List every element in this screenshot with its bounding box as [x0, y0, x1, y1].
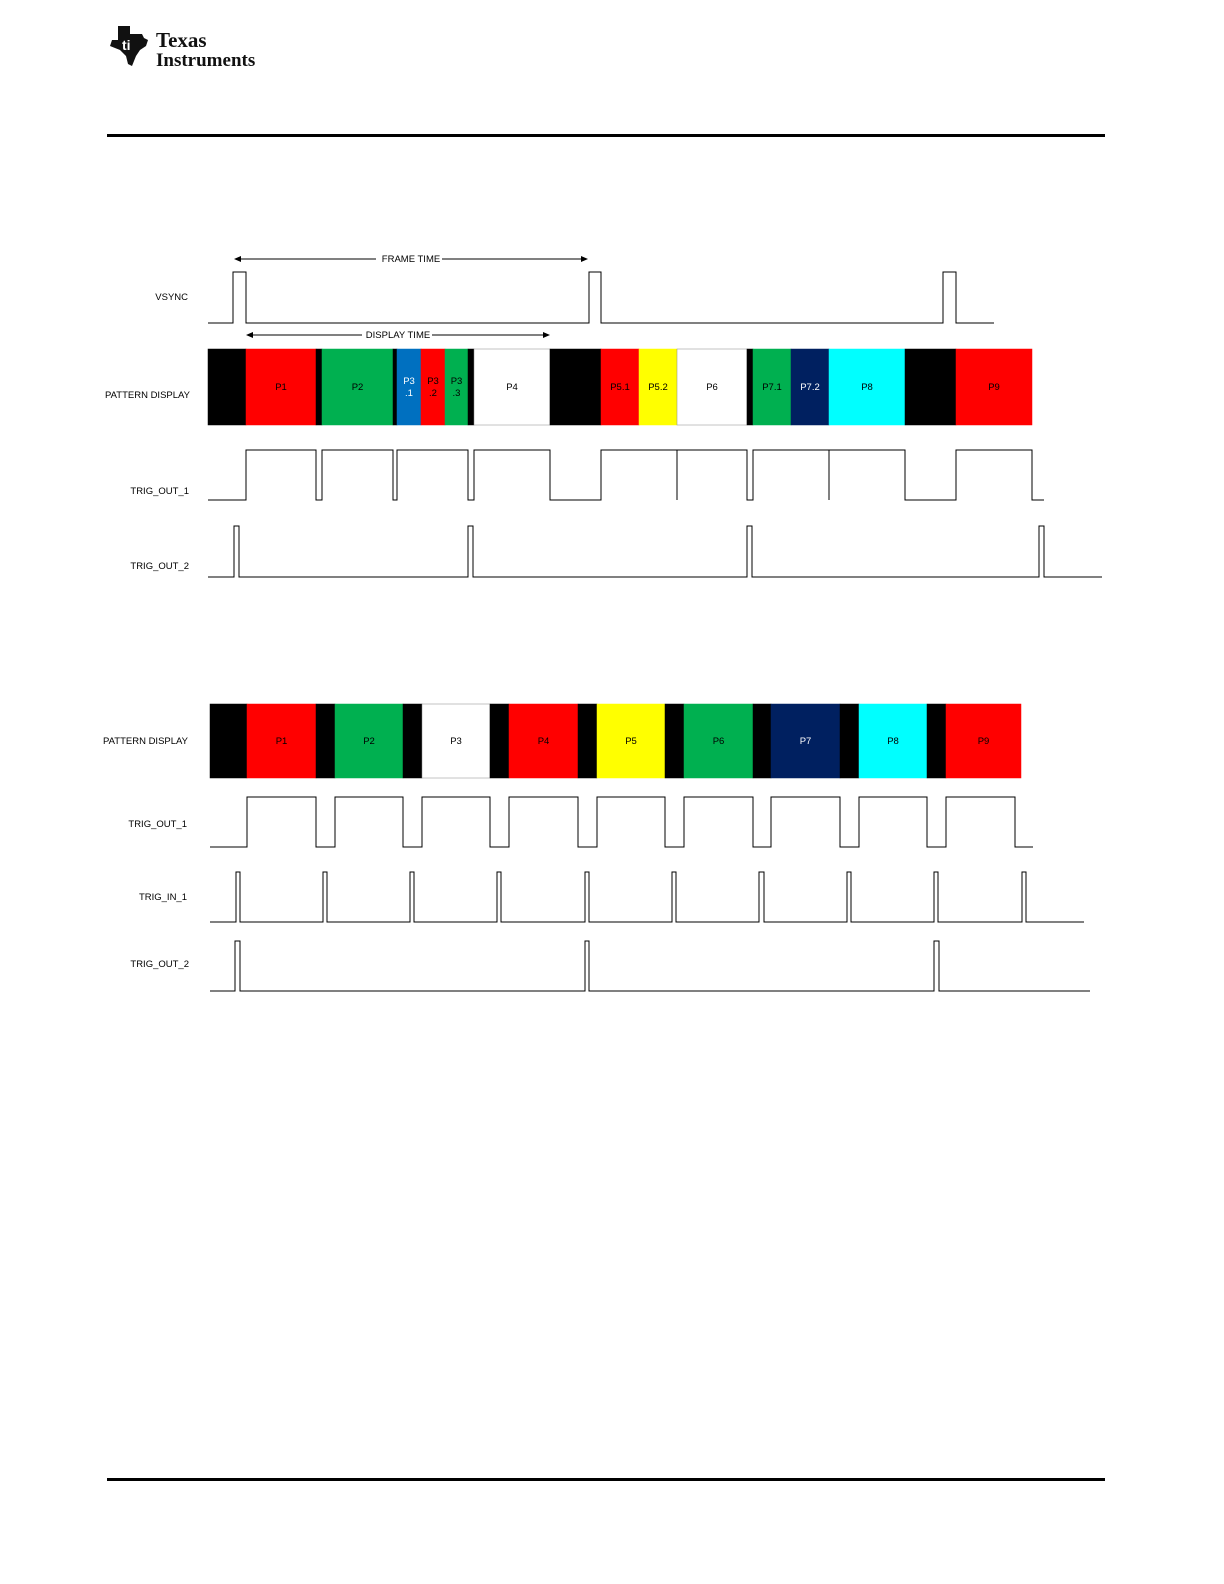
- pattern-label: .2: [429, 388, 437, 399]
- pattern-block-p3.3: [445, 349, 468, 425]
- dark-block: [393, 349, 397, 425]
- pattern-label: P3: [403, 376, 415, 387]
- timing-diagram-1: FRAME TIME DISPLAY TIME VSYNC PATTERN DI…: [0, 240, 1224, 590]
- pattern-display-label: PATTERN DISPLAY: [103, 736, 189, 747]
- pattern-label: P9: [978, 736, 990, 747]
- dark-block: [840, 704, 859, 778]
- trig-in-1-label: TRIG_IN_1: [139, 892, 187, 903]
- pattern-label: P3: [451, 376, 463, 387]
- display-time-label: DISPLAY TIME: [366, 330, 430, 341]
- pattern-label: P6: [706, 382, 718, 393]
- trig-out-1-waveform: [210, 797, 1033, 847]
- dark-block: [665, 704, 684, 778]
- pattern-block-p3.1: [397, 349, 421, 425]
- trig-out-1-waveform: [208, 450, 1044, 500]
- pattern-label: P3: [427, 376, 439, 387]
- trig-out-2-label: TRIG_OUT_2: [130, 561, 189, 572]
- dark-block: [490, 704, 509, 778]
- svg-text:ti: ti: [122, 37, 131, 53]
- dark-block: [578, 704, 597, 778]
- pattern-block-p3.2: [421, 349, 445, 425]
- dark-block: [747, 349, 753, 425]
- header-rule: [107, 134, 1105, 137]
- ti-logo: ti Texas Instruments: [108, 22, 308, 72]
- pattern-label: P5: [625, 736, 637, 747]
- pattern-label: P8: [861, 382, 873, 393]
- vsync-waveform: [208, 272, 994, 323]
- footer-rule: [107, 1478, 1105, 1481]
- timing-diagram-2: PATTERN DISPLAY TRIG_OUT_1 TRIG_IN_1 TRI…: [0, 695, 1224, 1000]
- pattern-label: .1: [405, 388, 413, 399]
- pattern-label: P5.1: [610, 382, 630, 393]
- dark-block: [905, 349, 956, 425]
- pattern-label: P2: [363, 736, 375, 747]
- pattern-label: P3: [450, 736, 462, 747]
- pattern-label: P4: [538, 736, 550, 747]
- pattern-label: P1: [275, 382, 287, 393]
- display-time-arrow: DISPLAY TIME: [246, 330, 550, 341]
- pattern-label: P2: [352, 382, 364, 393]
- trig-out-2-waveform: [210, 941, 1090, 991]
- trig-out-2-waveform: [208, 526, 1102, 577]
- pattern-label: P7: [800, 736, 812, 747]
- pattern-display-2: P1 P2 P3 P4 P5 P6 P7 P8 P9: [210, 704, 1021, 778]
- dark-block: [927, 704, 946, 778]
- pattern-label: .3: [453, 388, 461, 399]
- trig-out-2-label: TRIG_OUT_2: [130, 959, 189, 970]
- dark-block: [316, 349, 322, 425]
- trig-in-1-waveform: [210, 872, 1084, 922]
- frame-time-arrow: FRAME TIME: [234, 254, 588, 265]
- pattern-display-label: PATTERN DISPLAY: [105, 390, 191, 401]
- dark-block: [753, 704, 771, 778]
- vsync-label: VSYNC: [155, 292, 188, 303]
- dark-block: [468, 349, 474, 425]
- pattern-label: P8: [887, 736, 899, 747]
- pattern-label: P1: [276, 736, 288, 747]
- pattern-label: P7.1: [762, 382, 782, 393]
- dark-block: [208, 349, 246, 425]
- texas-state-logo-icon: ti: [108, 24, 150, 68]
- dark-block: [550, 349, 601, 425]
- dark-block: [316, 704, 335, 778]
- pattern-label: P4: [506, 382, 518, 393]
- trig-out-1-label: TRIG_OUT_1: [130, 486, 189, 497]
- pattern-label: P7.2: [800, 382, 820, 393]
- trig-out-1-label: TRIG_OUT_1: [128, 819, 187, 830]
- brand-line2: Instruments: [156, 50, 255, 72]
- pattern-label: P9: [988, 382, 1000, 393]
- dark-block: [403, 704, 422, 778]
- dark-block: [210, 704, 247, 778]
- pattern-label: P6: [713, 736, 725, 747]
- frame-time-label: FRAME TIME: [382, 254, 440, 265]
- pattern-label: P5.2: [648, 382, 668, 393]
